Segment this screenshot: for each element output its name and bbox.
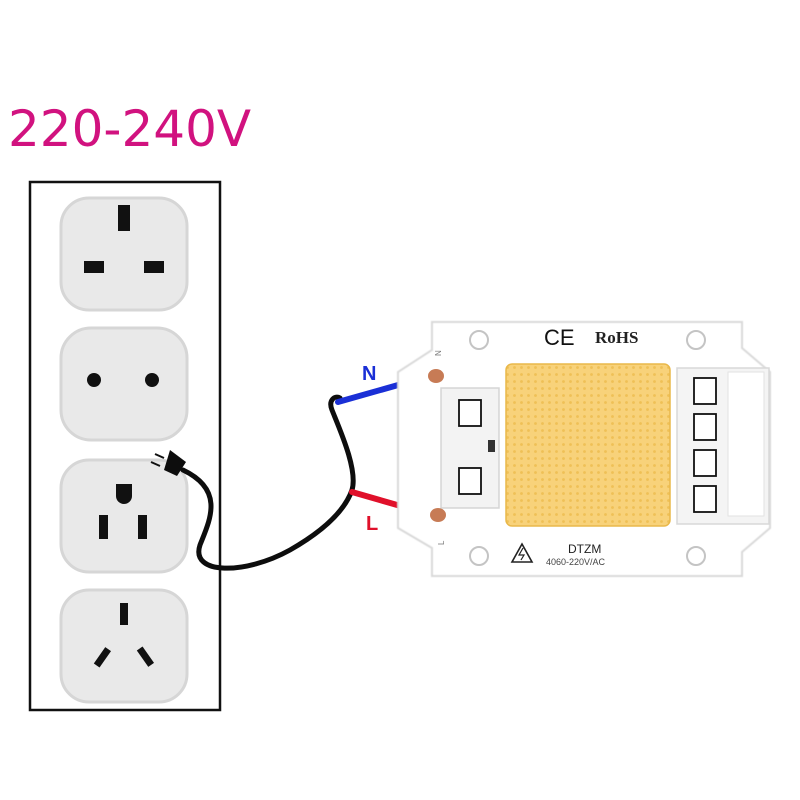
mounting-hole bbox=[469, 330, 489, 350]
pad-l-label: L bbox=[437, 540, 446, 545]
socket-type-g-icon bbox=[59, 196, 189, 312]
power-cable bbox=[180, 394, 356, 571]
solder-pad-n bbox=[428, 369, 444, 383]
ce-mark: CE bbox=[544, 325, 575, 350]
led-chip bbox=[505, 363, 671, 527]
led-module: N L CE RoHS DTZM 4060-220V/AC bbox=[397, 321, 771, 577]
solder-pad-l bbox=[430, 508, 446, 522]
rating-label: 4060-220V/AC bbox=[546, 557, 606, 567]
mounting-hole bbox=[686, 330, 706, 350]
pad-n-label: N bbox=[434, 350, 443, 356]
rohs-mark: RoHS bbox=[595, 328, 638, 347]
plug-icon bbox=[150, 450, 186, 476]
voltage-title: 220-240V bbox=[8, 100, 252, 158]
mounting-hole bbox=[686, 546, 706, 566]
live-wire-label: L bbox=[366, 513, 378, 535]
socket-type-b-icon bbox=[59, 458, 189, 574]
socket-type-c-icon bbox=[59, 326, 189, 442]
socket-type-i-icon bbox=[59, 588, 189, 704]
neutral-wire-label: N bbox=[362, 363, 376, 385]
high-voltage-warning-icon bbox=[510, 542, 534, 563]
mounting-hole bbox=[469, 546, 489, 566]
brand-label: DTZM bbox=[568, 542, 601, 556]
